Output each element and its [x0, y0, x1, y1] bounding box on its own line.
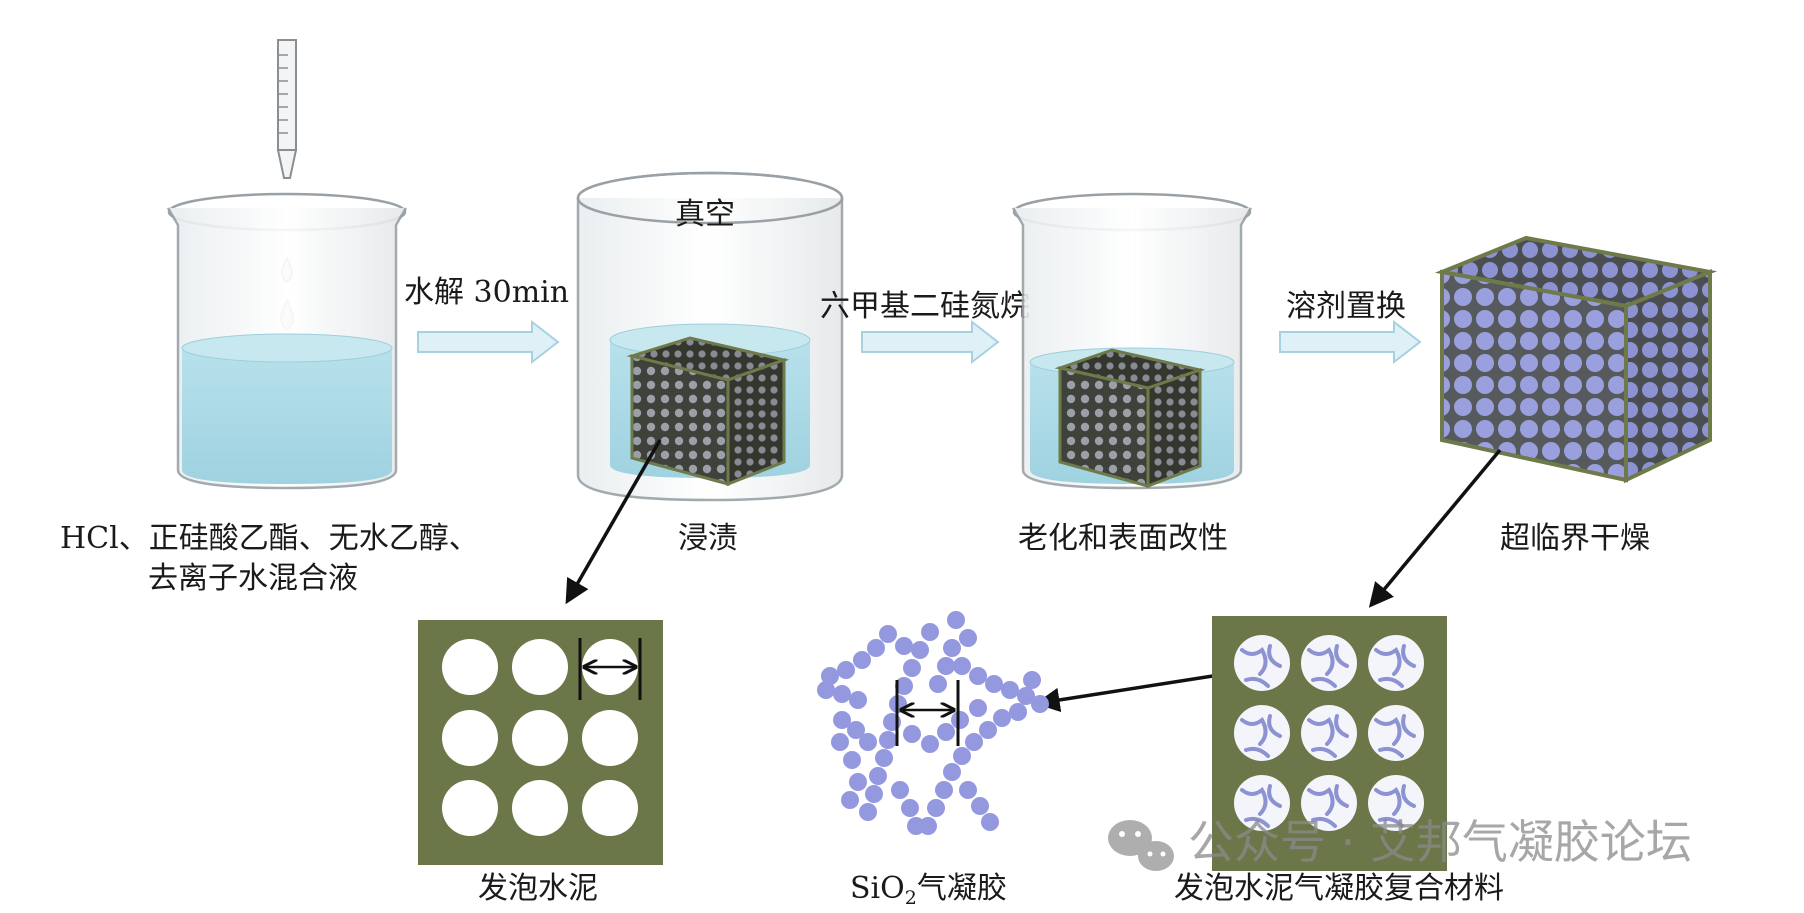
impregnation-label: 浸渍	[678, 521, 738, 556]
vacuum-label: 真空	[675, 197, 735, 232]
watermark: 公众号 · 艾邦气凝胶论坛	[1108, 815, 1692, 871]
cement-cube-2	[1054, 348, 1206, 489]
arrow-to-foam-cement	[565, 439, 662, 605]
aging-label: 老化和表面改性	[1018, 521, 1228, 556]
arrow-to-aerogel	[1035, 671, 1233, 713]
mixture-label-line1: HCl、正硅酸乙酯、无水乙醇、	[60, 521, 479, 556]
sio2-aerogel-label: SiO2气凝胶	[850, 871, 1007, 909]
composite-section	[1212, 616, 1447, 871]
composite-cube	[1434, 235, 1718, 484]
aerogel-network	[817, 611, 1049, 835]
arrow-solvent-exchange: 溶剂置换	[1279, 289, 1422, 365]
wechat-icon	[1108, 820, 1174, 871]
cement-cube-1	[626, 336, 790, 487]
arrow-hmds-label: 六甲基二硅氮烷	[820, 289, 1030, 324]
watermark-text: 公众号 · 艾邦气凝胶论坛	[1188, 815, 1692, 869]
foam-cement-section	[418, 620, 663, 865]
arrow-hmds: 六甲基二硅氮烷	[820, 289, 1030, 365]
mixture-label-line2: 去离子水混合液	[148, 561, 358, 596]
aerogel-dimension	[895, 680, 960, 746]
foam-cement-label: 发泡水泥	[478, 871, 598, 906]
arrow-hydrolysis: 水解 30min	[404, 275, 569, 365]
composite-label: 发泡水泥气凝胶复合材料	[1174, 871, 1504, 906]
supercritical-label: 超临界干燥	[1500, 521, 1650, 556]
arrow-hydrolysis-label: 水解 30min	[404, 275, 569, 310]
arrow-solvent-exchange-label: 溶剂置换	[1286, 289, 1406, 324]
arrow-to-composite	[1368, 448, 1502, 608]
beaker-mixture	[166, 192, 408, 490]
pipette	[276, 39, 298, 179]
